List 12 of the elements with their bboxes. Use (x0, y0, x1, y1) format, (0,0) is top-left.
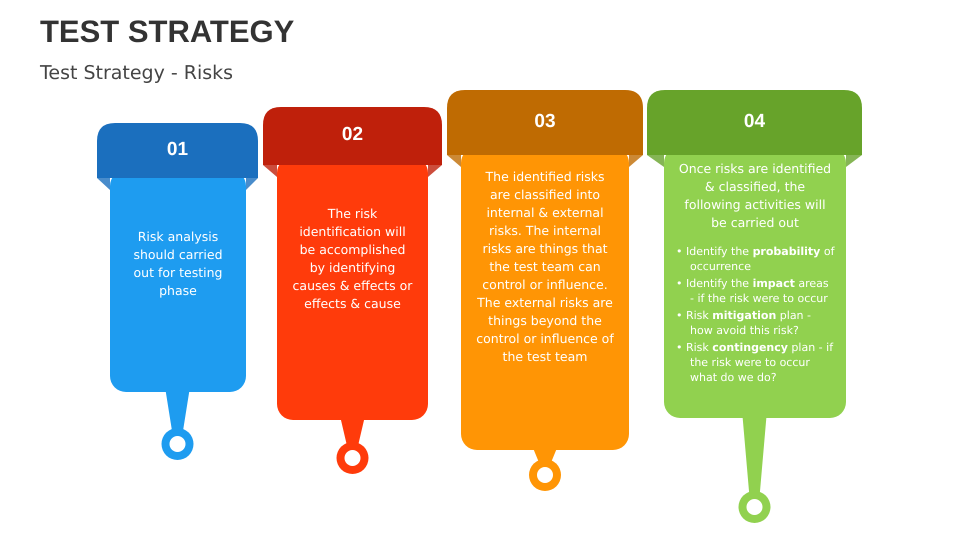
title: TEST STRATEGY (40, 14, 294, 50)
step-number: 01 (166, 138, 190, 160)
bullet-item: • Risk contingency plan - if the risk were to occur what do we do? (676, 340, 834, 385)
card-text: Risk analysis should carried out for testing phase (132, 228, 224, 300)
bullet-item: • Risk mitigation plan - how avoid this risk? (676, 308, 812, 338)
card-text: The identified risks are classified into internal & external risks. The internal risks are things that the test team can control or influence. The external risks are things beyond the control or influence of the test team (475, 168, 615, 366)
subtitle: Test Strategy - Risks (40, 62, 234, 84)
step-number: 02 (340, 124, 364, 146)
card-text: The risk identification will be accomplished by identifying causes & effects or effects & cause (292, 205, 414, 313)
card-text: Once risks are identified & classified, the following activities will be carried out (678, 160, 832, 232)
step-number: 03 (533, 110, 557, 132)
step-number: 04 (742, 110, 766, 132)
